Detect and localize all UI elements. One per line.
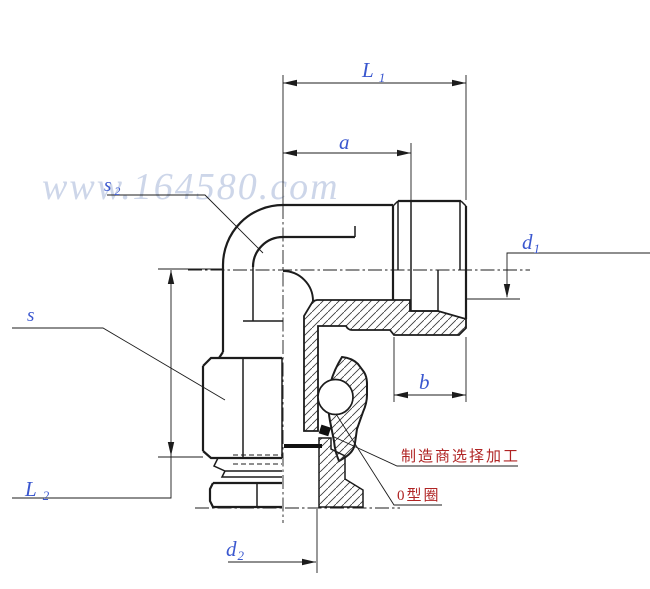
dim-label-d2: d2 [226,537,245,563]
stem-section [318,437,364,508]
watermark-text: www.164580.com [42,166,340,208]
arrowheads [167,79,511,566]
oring-label-text: 0型圈 [397,487,441,504]
leader-lines [12,194,518,506]
part-outline [201,199,468,509]
dim-label-b: b [419,370,430,394]
machining-detail-square [318,424,331,437]
annotations: 制造商选择加工 0型圈 [397,448,520,504]
dim-label-s: s [27,305,34,326]
dim-label-d1: d1 [522,230,540,256]
manufacturer-note-text: 制造商选择加工 [401,448,520,465]
body-section [303,299,467,432]
o-ring [317,378,354,416]
dim-label-a: a [339,130,350,154]
dimensions [12,75,650,573]
